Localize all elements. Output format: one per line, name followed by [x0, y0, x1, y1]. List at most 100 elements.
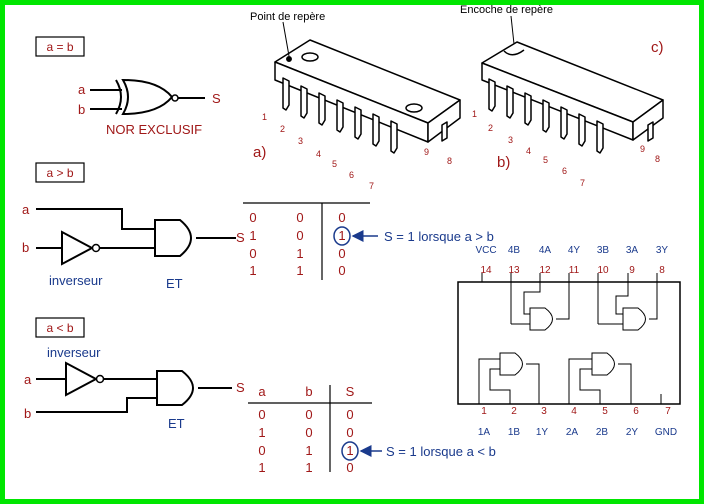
svg-text:4Y: 4Y: [568, 245, 581, 256]
ic-a-label: a): [253, 144, 266, 161]
ic-b-marker-line: [510, 15, 515, 45]
svg-text:9: 9: [424, 147, 429, 157]
svg-text:1Y: 1Y: [536, 427, 549, 438]
pinout-diagram: VCC 4B 4A 4Y 3B 3A 3Y 14 13 12 11 10 9 8…: [457, 245, 681, 438]
xnor-input-b: b: [78, 102, 85, 117]
pinout-top-numbers: 14 13 12 11 10 9 8: [480, 265, 665, 276]
lt-cell: 0: [258, 443, 265, 458]
ic-c-label: c): [651, 39, 664, 56]
lt-cell: 1: [305, 443, 312, 458]
svg-text:3: 3: [508, 135, 513, 145]
svg-text:4B: 4B: [508, 245, 521, 256]
lt-header-b: b: [305, 384, 312, 399]
lt-cell: 0: [346, 460, 353, 475]
lt-cell: 1: [346, 443, 353, 458]
gt-cell: 0: [249, 246, 256, 261]
gt-input-b: b: [22, 240, 29, 255]
lt-header-a: a: [258, 384, 266, 399]
ic-a-marker-line: [282, 21, 290, 57]
pinout-top-names: VCC 4B 4A 4Y 3B 3A 3Y: [475, 245, 668, 256]
lt-cell: 0: [305, 425, 312, 440]
svg-text:10: 10: [597, 265, 609, 276]
lt-circuit: [36, 361, 232, 413]
svg-text:11: 11: [569, 265, 580, 276]
gt-inverter-label: inverseur: [49, 273, 103, 288]
svg-text:7: 7: [369, 181, 374, 191]
svg-text:2Y: 2Y: [626, 427, 639, 438]
svg-text:8: 8: [655, 154, 660, 164]
lt-highlight-circle: [341, 441, 359, 461]
svg-text:4: 4: [526, 146, 531, 156]
svg-text:9: 9: [640, 144, 645, 154]
svg-text:1: 1: [481, 406, 487, 417]
lt-header-s: S: [346, 384, 355, 399]
svg-text:4: 4: [316, 149, 321, 159]
svg-text:3Y: 3Y: [656, 245, 669, 256]
svg-text:3B: 3B: [597, 245, 610, 256]
ic-b-pin-numbers: 1 2 3 4 5 6 7 8 9: [472, 109, 660, 188]
lt-cell: 1: [258, 425, 265, 440]
svg-text:2: 2: [280, 124, 285, 134]
ic-a-pin-numbers: 1 2 3 4 5 6 7 8 9: [262, 112, 452, 191]
gt-note: S = 1 lorsque a > b: [384, 229, 494, 244]
gt-cell: 0: [296, 228, 303, 243]
svg-text:4: 4: [571, 406, 577, 417]
lt-title-box: a < b: [35, 317, 85, 338]
svg-text:6: 6: [562, 166, 567, 176]
gt-cell: 1: [296, 246, 303, 261]
svg-text:7: 7: [580, 178, 585, 188]
gt-cell: 0: [338, 246, 345, 261]
svg-text:a < b: a < b: [46, 321, 73, 335]
lt-cell: 0: [305, 407, 312, 422]
svg-text:14: 14: [480, 265, 492, 276]
svg-text:12: 12: [539, 265, 551, 276]
ic-b-label: b): [497, 154, 510, 171]
lt-input-b: b: [24, 406, 31, 421]
ic-b-marker: Encoche de repère: [460, 4, 553, 16]
pinout-wiring: [478, 273, 662, 404]
svg-text:GND: GND: [655, 427, 677, 438]
lt-cell: 0: [346, 407, 353, 422]
gt-cell: 1: [249, 228, 256, 243]
gt-title-box: a > b: [35, 162, 85, 183]
svg-text:5: 5: [602, 406, 608, 417]
gt-input-a: a: [22, 202, 30, 217]
lt-input-a: a: [24, 372, 32, 387]
svg-text:2B: 2B: [596, 427, 609, 438]
svg-text:9: 9: [629, 265, 635, 276]
svg-text:1A: 1A: [478, 427, 491, 438]
svg-text:2: 2: [511, 406, 517, 417]
xnor-gate: [90, 78, 205, 116]
ic-package-a: [274, 39, 461, 154]
lt-inverter-label: inverseur: [47, 345, 101, 360]
gt-highlight-circle: [333, 226, 351, 246]
xnor-output-s: S: [212, 91, 221, 106]
lt-gate-label: ET: [168, 416, 185, 431]
gt-cell: 0: [338, 263, 345, 278]
ic-package-b: [481, 41, 664, 154]
lt-note: S = 1 lorsque a < b: [386, 444, 496, 459]
lt-cell: 0: [258, 407, 265, 422]
svg-text:2: 2: [488, 123, 493, 133]
svg-text:4A: 4A: [539, 245, 552, 256]
svg-text:3: 3: [298, 136, 303, 146]
svg-text:8: 8: [447, 156, 452, 166]
svg-text:6: 6: [633, 406, 639, 417]
svg-text:1B: 1B: [508, 427, 521, 438]
svg-text:7: 7: [665, 406, 671, 417]
gt-cell: 1: [296, 263, 303, 278]
lt-cell: 0: [346, 425, 353, 440]
gt-cell: 0: [296, 210, 303, 225]
ic-a-marker: Point de repère: [250, 11, 325, 23]
gt-truth-table: 0 0 0 1 0 1 0 1 0 1 1 0: [243, 202, 378, 280]
svg-text:1: 1: [472, 109, 477, 119]
svg-text:5: 5: [543, 155, 548, 165]
svg-text:1: 1: [262, 112, 267, 122]
svg-text:2A: 2A: [566, 427, 579, 438]
svg-text:a = b: a = b: [46, 40, 73, 54]
xnor-input-a: a: [78, 82, 86, 97]
svg-text:3A: 3A: [626, 245, 639, 256]
svg-text:13: 13: [508, 265, 520, 276]
pinout-bottom-names: 1A 1B 1Y 2A 2B 2Y GND: [478, 427, 677, 438]
